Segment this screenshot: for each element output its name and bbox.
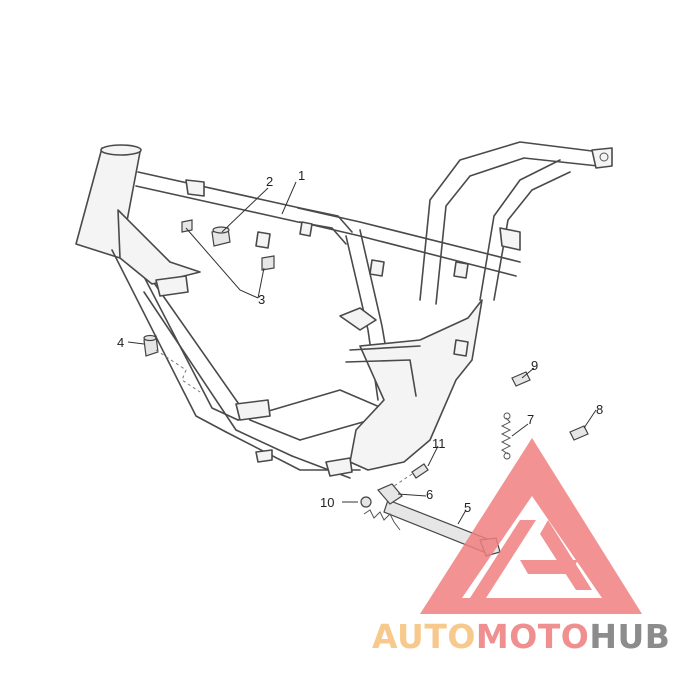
brand-hub: HUB	[589, 617, 670, 656]
callout-2: 2	[266, 174, 273, 189]
part-11-screw	[393, 463, 429, 487]
callouts: 1 2 3 4 5 6 7 8 9 10 11	[117, 168, 603, 515]
callout-8: 8	[596, 402, 603, 417]
brand-auto: AUTO	[372, 617, 476, 656]
svg-text:AUTOMOTOHUB: AUTOMOTOHUB	[372, 617, 670, 656]
part-2-stud	[211, 226, 231, 247]
callout-7: 7	[527, 412, 534, 427]
callout-10: 10	[320, 495, 334, 510]
brand-moto: MOTO	[476, 617, 589, 656]
callout-6: 6	[426, 487, 433, 502]
part-7-spring	[500, 412, 512, 460]
part-6-pivot-bracket	[377, 483, 403, 505]
watermark-wordmark: AUTOMOTOHUB	[372, 617, 670, 656]
callout-4: 4	[117, 335, 124, 350]
logo-triangle-icon	[420, 438, 642, 614]
main-frame	[75, 141, 613, 479]
part-3-pad	[181, 219, 275, 271]
callout-3: 3	[258, 292, 265, 307]
callout-1: 1	[298, 168, 305, 183]
stand-return-spring	[363, 509, 401, 531]
part-4-bushing	[143, 334, 201, 393]
callout-5: 5	[464, 500, 471, 515]
leader-lines	[127, 181, 597, 525]
watermark-logo	[420, 438, 642, 614]
callout-11: 11	[432, 436, 446, 451]
part-10-washer	[360, 496, 372, 508]
rear-subframe-plate	[349, 299, 483, 471]
part-8-pin	[569, 425, 589, 441]
callout-9: 9	[531, 358, 538, 373]
